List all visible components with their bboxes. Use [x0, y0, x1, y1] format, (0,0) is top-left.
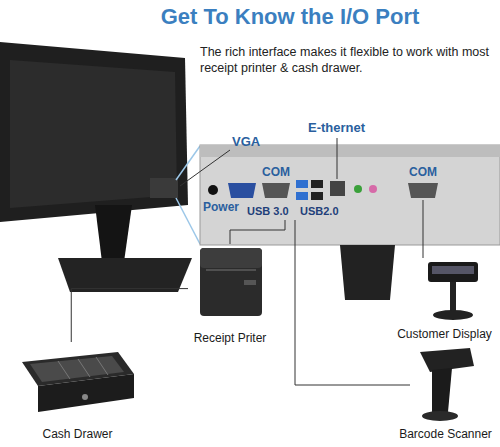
port-label: E-thernet	[308, 120, 365, 137]
drawer-divider	[78, 359, 90, 377]
usb2-port	[311, 180, 323, 188]
printer-button	[244, 280, 256, 285]
panel-stand	[340, 245, 395, 300]
power-port	[208, 185, 218, 195]
scanner-base	[422, 411, 458, 421]
monitor-neck	[95, 205, 132, 262]
device-label: Customer Display	[397, 327, 492, 341]
display-pole	[450, 282, 456, 312]
usb3-port	[296, 192, 308, 200]
monitor-back	[0, 42, 188, 222]
zoom-line	[176, 146, 200, 180]
drawer-divider	[58, 361, 70, 379]
leader-line	[230, 220, 285, 244]
printer-body	[200, 248, 262, 316]
com-port	[262, 183, 290, 198]
device-label: Receipt Priter	[194, 331, 267, 345]
display-head	[428, 262, 478, 282]
monitor-base	[58, 258, 192, 292]
device-label: Barcode Scanner	[399, 427, 492, 441]
port-label: COM	[262, 165, 290, 181]
connector-line	[71, 289, 188, 342]
drawer-divider	[96, 357, 108, 375]
scanner-handle	[432, 368, 452, 414]
lan-port	[330, 181, 345, 196]
printer-slot	[206, 270, 256, 271]
device-node: Barcode Scanner	[395, 342, 496, 444]
zoom-line	[176, 198, 200, 244]
port-label: VGA	[232, 134, 260, 151]
display-screen	[432, 266, 474, 274]
printer-top	[200, 248, 262, 268]
port-label: USB2.0	[300, 204, 339, 218]
port-label: USB 3.0	[247, 204, 289, 218]
port-label: Power	[203, 200, 239, 216]
vga-port	[228, 183, 256, 198]
com-port	[408, 183, 438, 198]
device-label: Cash Drawer	[42, 427, 112, 441]
audio-jack	[354, 185, 362, 193]
port-label: COM	[409, 165, 437, 181]
leader-line	[337, 138, 338, 179]
scanner-head	[420, 348, 474, 372]
monitor-panel	[10, 60, 177, 208]
drawer-front	[38, 374, 134, 412]
page-title: Get To Know the I/O Port	[140, 4, 440, 30]
device-node: Receipt Priter	[188, 240, 272, 348]
usb2-port	[311, 192, 323, 200]
usb3-port	[296, 180, 308, 188]
leader-line	[180, 150, 230, 186]
drawer-lock	[82, 394, 88, 400]
display-base	[433, 310, 473, 320]
leader-line	[295, 220, 410, 385]
leader-line	[423, 200, 424, 258]
io-panel	[200, 145, 500, 245]
audio-jack	[369, 185, 377, 193]
device-node: Customer Display	[393, 256, 496, 344]
monitor-port-area	[150, 178, 178, 198]
device-node: Cash Drawer	[15, 342, 140, 444]
subtitle: The rich interface makes it flexible to …	[200, 44, 496, 77]
